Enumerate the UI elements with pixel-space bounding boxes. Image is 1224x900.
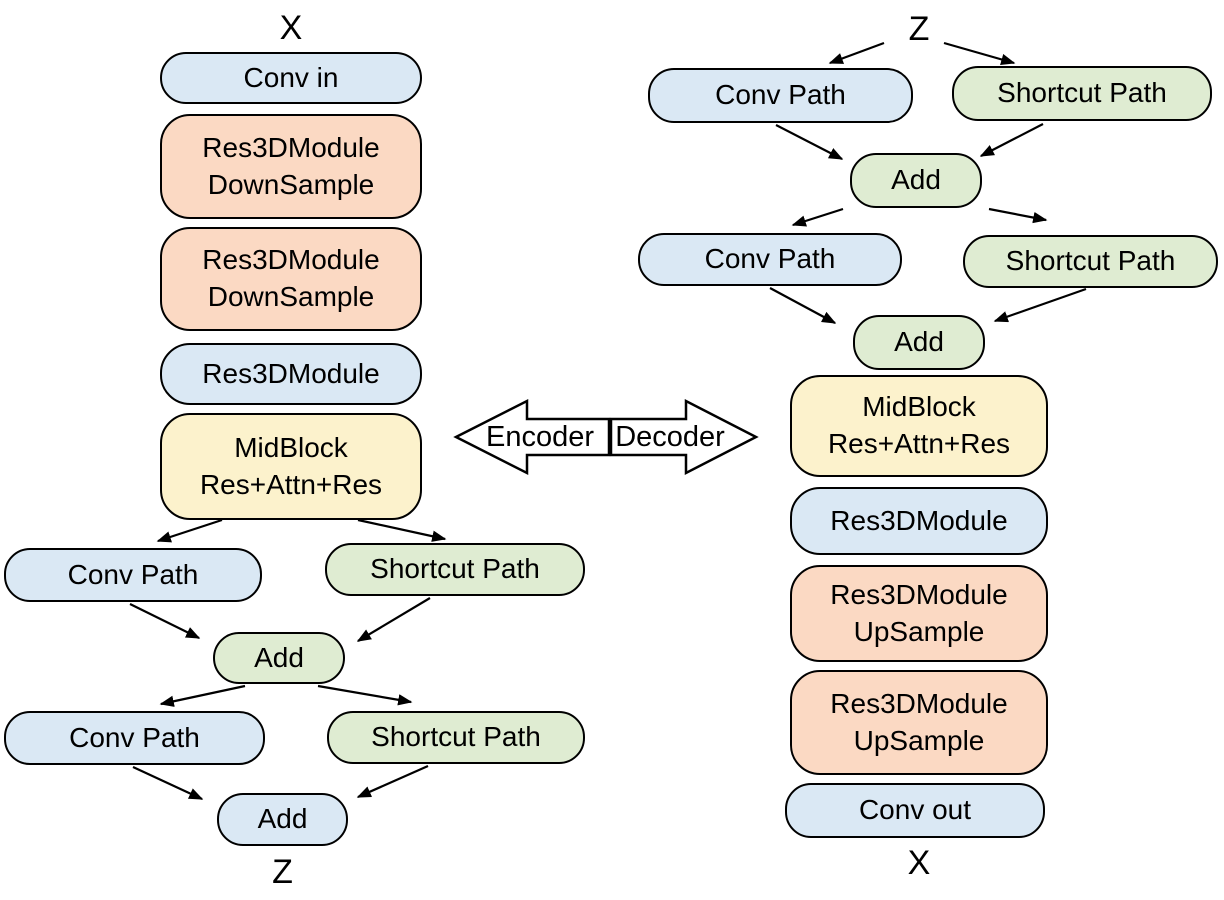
res3d-module-block-right: Res3DModule	[790, 487, 1048, 555]
block-label-line1: MidBlock	[862, 391, 976, 423]
res3d-upsample-block-2: Res3DModule UpSample	[790, 670, 1048, 775]
flow-arrow-midblock-to-convpath	[156, 518, 223, 543]
block-label-line2: DownSample	[207, 168, 375, 200]
conv-out-block: Conv out	[785, 783, 1045, 838]
flow-arrow-convpath2-to-add2-right	[769, 287, 837, 324]
flow-arrow-add1-to-shortcut2-right	[988, 207, 1048, 224]
res3d-upsample-block-1: Res3DModule UpSample	[790, 565, 1048, 662]
shortcut-path-block-left-2: Shortcut Path	[327, 711, 585, 764]
block-label-line2: Res+Attn+Res	[827, 428, 1011, 459]
res3d-module-block-left: Res3DModule	[160, 343, 422, 405]
block-label: Conv out	[858, 794, 972, 826]
block-label-line1: Res3DModule	[830, 578, 1008, 610]
conv-path-block-left-2: Conv Path	[4, 711, 265, 765]
decoder-output-label: X	[907, 843, 931, 882]
block-label: Res3DModule	[830, 504, 1008, 536]
block-label-line2: UpSample	[853, 724, 985, 756]
flow-arrow-midblock-to-shortcut	[357, 518, 447, 542]
shortcut-path-block-left-1: Shortcut Path	[325, 543, 585, 596]
block-label: Res3DModule	[202, 357, 380, 389]
block-label: Conv Path	[704, 243, 836, 275]
block-label: Add	[891, 164, 941, 196]
block-label: Conv in	[243, 61, 339, 93]
block-label: Shortcut Path	[371, 721, 541, 753]
block-label: Conv Path	[67, 558, 199, 590]
midblock-right: MidBlock Res+Attn+Res	[790, 375, 1048, 477]
flow-arrow-shortcut2-to-add2-right	[993, 287, 1087, 323]
add-block-left-1: Add	[213, 632, 345, 684]
decoder-label: Decoder	[615, 420, 725, 453]
block-label: Add	[254, 641, 304, 673]
encoder-input-label: X	[279, 8, 303, 47]
block-label-line1: Res3DModule	[202, 244, 380, 276]
res3d-downsample-block-2: Res3DModule DownSample	[160, 227, 422, 331]
decoder-input-label: Z	[908, 9, 930, 48]
add-block-left-2: Add	[217, 793, 348, 846]
conv-path-block-right-2: Conv Path	[638, 233, 902, 286]
block-label: Conv Path	[69, 721, 200, 753]
flow-arrow-shortcut1-to-add1-left	[356, 597, 431, 642]
flow-arrow-add1-to-convpath2-left	[159, 684, 246, 707]
block-label: Shortcut Path	[1005, 245, 1176, 277]
block-label-line1: Res3DModule	[830, 687, 1008, 719]
block-label-line2: Res+Attn+Res	[199, 468, 383, 500]
block-label: Add	[894, 326, 944, 358]
res3d-downsample-block-1: Res3DModule DownSample	[160, 114, 422, 219]
block-label-line2: UpSample	[853, 615, 985, 647]
encoder-label: Encoder	[485, 420, 594, 453]
block-label: Shortcut Path	[997, 77, 1167, 109]
flow-arrow-shortcut1-to-add1-right	[979, 123, 1044, 157]
conv-in-block: Conv in	[160, 52, 422, 104]
flow-arrow-shortcut2-to-add2-left	[356, 764, 429, 799]
block-label: Add	[257, 803, 308, 835]
flow-arrow-convpath2-to-add2-left	[132, 766, 204, 800]
block-label-line1: Res3DModule	[202, 131, 380, 163]
shortcut-path-block-right-1: Shortcut Path	[952, 66, 1212, 121]
block-label-line2: DownSample	[207, 281, 375, 312]
flow-arrow-convpath1-to-add1-right	[775, 124, 844, 160]
flow-arrow-add1-to-convpath2-right	[791, 207, 844, 227]
midblock-left: MidBlock Res+Attn+Res	[160, 413, 422, 520]
add-block-right-1: Add	[850, 153, 982, 208]
block-label: Shortcut Path	[370, 553, 540, 585]
conv-path-block-left-1: Conv Path	[4, 548, 262, 602]
add-block-right-2: Add	[853, 315, 985, 370]
conv-path-block-right-1: Conv Path	[648, 68, 913, 123]
flow-arrow-convpath1-to-add1-left	[129, 603, 201, 639]
flow-arrow-add1-to-shortcut2-left	[317, 684, 413, 706]
encoder-output-label: Z	[272, 852, 293, 891]
block-label: Conv Path	[715, 79, 846, 111]
block-label-line1: MidBlock	[234, 431, 348, 463]
shortcut-path-block-right-2: Shortcut Path	[963, 235, 1218, 288]
